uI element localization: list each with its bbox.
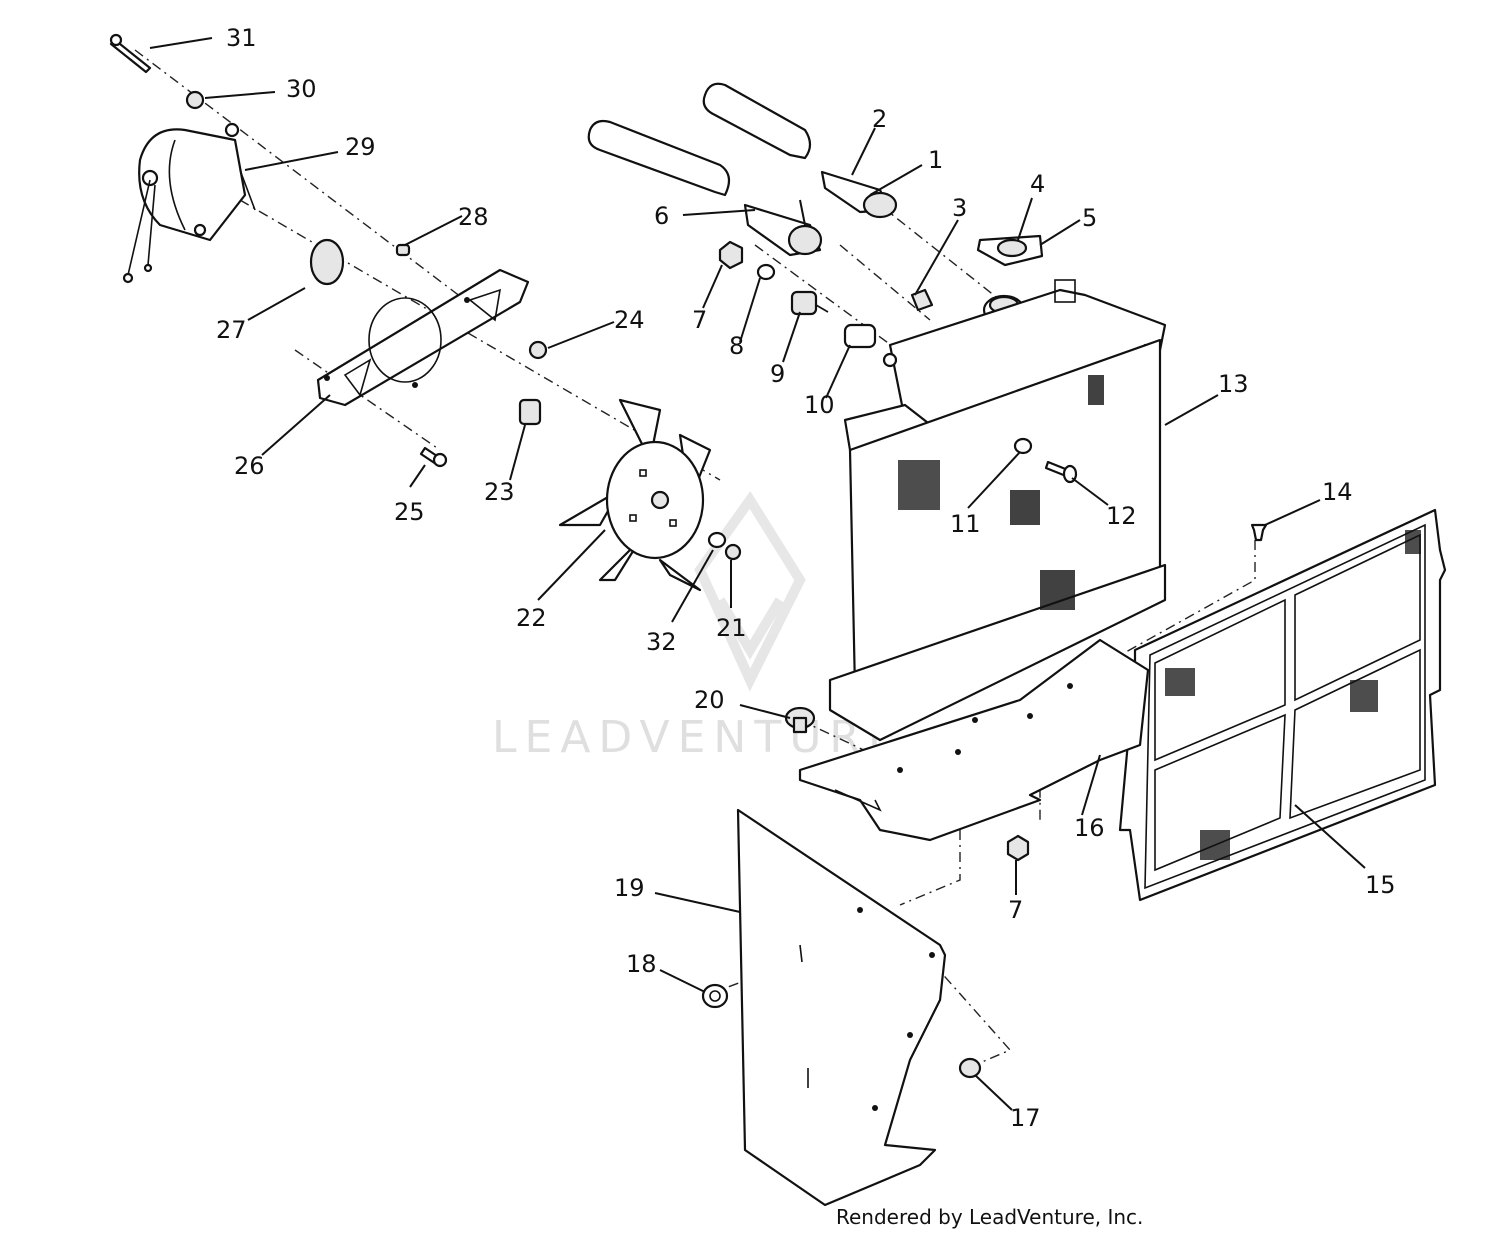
part-16-mounting-bracket bbox=[798, 638, 1150, 842]
callout-labels: 31 30 29 28 27 26 25 24 23 22 32 21 2 1 … bbox=[216, 24, 1396, 1132]
callout-20: 20 bbox=[694, 686, 725, 714]
callout-22: 22 bbox=[516, 604, 547, 632]
part-20-grommet bbox=[784, 706, 816, 734]
callout-13: 13 bbox=[1218, 370, 1249, 398]
callout-3: 3 bbox=[952, 194, 967, 222]
callout-23: 23 bbox=[484, 478, 515, 506]
part-25-screw bbox=[419, 446, 448, 468]
part-24-nut bbox=[528, 340, 548, 360]
callout-29: 29 bbox=[345, 133, 376, 161]
part-29-fan-motor bbox=[122, 122, 256, 284]
callout-7: 7 bbox=[692, 306, 707, 334]
part-30-nut bbox=[185, 90, 205, 110]
upper-hose bbox=[587, 119, 731, 197]
callout-2: 2 bbox=[872, 105, 887, 133]
callout-6: 6 bbox=[654, 202, 669, 230]
callout-24: 24 bbox=[614, 306, 645, 334]
part-26-mounting-plate bbox=[316, 268, 530, 407]
part-6-hose bbox=[743, 203, 823, 257]
callout-1: 1 bbox=[928, 146, 943, 174]
part-19-side-panel bbox=[736, 808, 947, 1207]
part-14-screw bbox=[1250, 523, 1268, 542]
part-21-nut bbox=[724, 543, 742, 561]
part-28-spacer bbox=[395, 243, 411, 257]
callout-18: 18 bbox=[626, 950, 657, 978]
part-7-nut bbox=[718, 240, 744, 270]
callout-4: 4 bbox=[1030, 170, 1045, 198]
callout-27: 27 bbox=[216, 316, 247, 344]
part-10-spacer bbox=[843, 323, 877, 349]
part-9-thermo-switch bbox=[790, 290, 829, 316]
callout-5: 5 bbox=[1082, 204, 1097, 232]
lower-hose bbox=[702, 82, 812, 160]
part-5-cap-gasket bbox=[976, 234, 1044, 267]
part-7-lower-nut bbox=[1006, 834, 1030, 862]
callout-31: 31 bbox=[226, 24, 257, 52]
part-32-washer bbox=[707, 531, 727, 549]
part-1-hose-clamp bbox=[862, 191, 898, 219]
part-3-drain-plug bbox=[910, 288, 934, 312]
rendered-by-footer: Rendered by LeadVenture, Inc. bbox=[836, 1205, 1144, 1229]
callout-16: 16 bbox=[1074, 814, 1105, 842]
callout-10: 10 bbox=[804, 391, 835, 419]
part-23-spacer bbox=[518, 398, 542, 426]
callout-8: 8 bbox=[729, 332, 744, 360]
callout-17: 17 bbox=[1010, 1104, 1041, 1132]
callout-12: 12 bbox=[1106, 502, 1137, 530]
callout-11: 11 bbox=[950, 510, 981, 538]
part-8-washer bbox=[756, 263, 776, 281]
part-27-grommet bbox=[309, 238, 345, 286]
part-22-fan-blade bbox=[558, 398, 712, 592]
callout-9: 9 bbox=[770, 360, 785, 388]
watermark-text: LEADVENTURE bbox=[492, 712, 904, 763]
part-17-push-rivet bbox=[958, 1057, 982, 1079]
callout-leaders bbox=[149, 37, 1366, 1111]
radiator-core-texture bbox=[898, 375, 1104, 610]
callout-32: 32 bbox=[646, 628, 677, 656]
callout-30: 30 bbox=[286, 75, 317, 103]
callout-21: 21 bbox=[716, 614, 747, 642]
callout-14: 14 bbox=[1322, 478, 1353, 506]
leadventure-watermark: LEADVENTURE bbox=[492, 491, 904, 763]
part-15-screen bbox=[1118, 508, 1447, 902]
callout-19: 19 bbox=[614, 874, 645, 902]
callout-25: 25 bbox=[394, 498, 425, 526]
callout-15: 15 bbox=[1365, 871, 1396, 899]
part-18-washer bbox=[701, 983, 729, 1009]
callout-26: 26 bbox=[234, 452, 265, 480]
callout-28: 28 bbox=[458, 203, 489, 231]
callout-7-lower: 7 bbox=[1008, 896, 1023, 924]
part-13-radiator bbox=[828, 279, 1167, 742]
part-31-bolt bbox=[109, 33, 152, 74]
part-11-washer bbox=[1013, 437, 1033, 455]
